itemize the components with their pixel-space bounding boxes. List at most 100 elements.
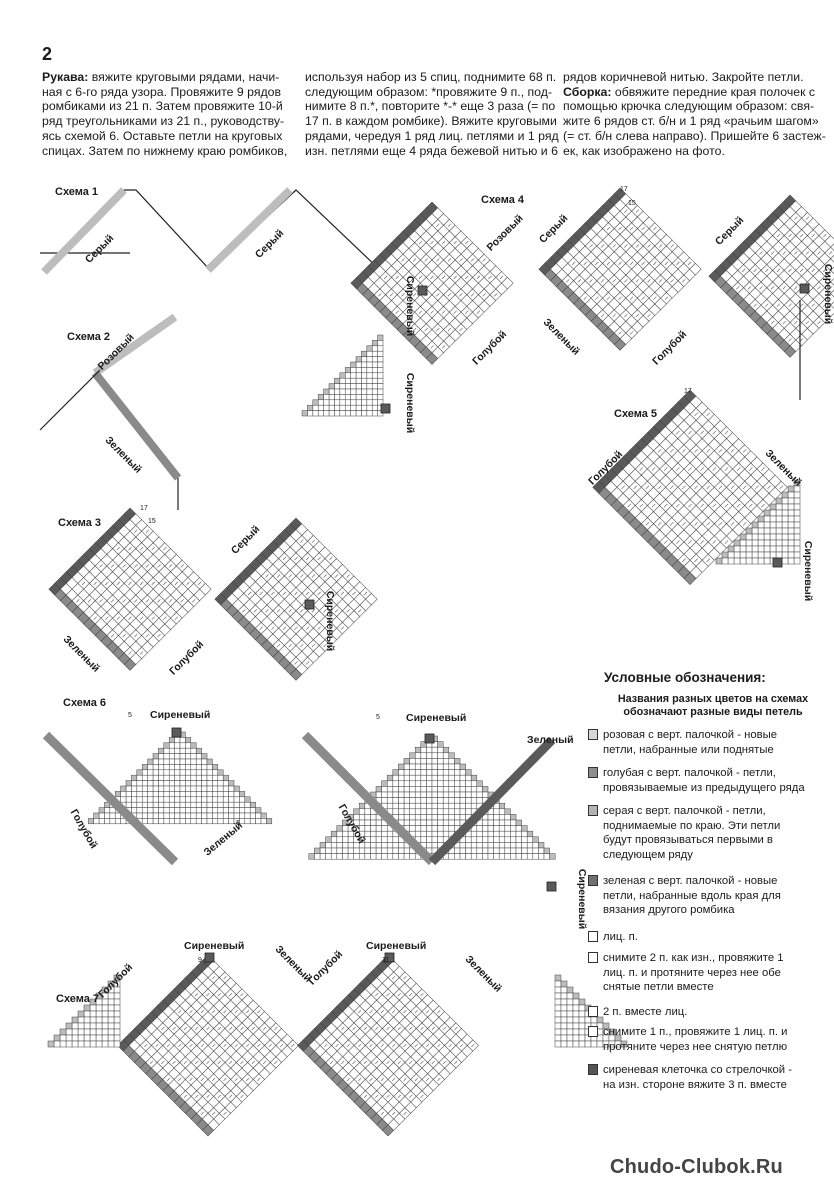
stitch-mark: [251, 1026, 255, 1031]
stitch-mark: [676, 261, 680, 266]
stitch-mark: [424, 327, 428, 332]
stitch-mark: [212, 976, 216, 980]
stitch-cell: [515, 819, 522, 826]
stitch-cell: [386, 853, 394, 860]
stitch-cell: [355, 356, 362, 363]
stitch-cell: [414, 763, 422, 770]
legend-item: 2 п. вместе лиц.: [588, 1005, 828, 1020]
stitch-cell: [454, 769, 461, 776]
stitch-cell: [163, 785, 170, 792]
stitch-cell: [366, 410, 373, 417]
stitch-cell: [426, 774, 433, 782]
scheme-4-diamond-b: [538, 187, 702, 351]
stitch-cell: [414, 774, 422, 782]
legend-text: 2 п. вместе лиц.: [603, 1006, 688, 1018]
stitch-cell: [168, 753, 175, 760]
legend-item: лиц. п.: [588, 930, 828, 945]
scheme-5-diamond: [592, 389, 788, 585]
stitch-mark: [670, 244, 674, 248]
stitch-cell: [113, 1028, 121, 1036]
stitch-cell: [613, 338, 627, 351]
stitch-cell: [420, 791, 427, 798]
stitch-mark: [669, 521, 674, 526]
stitch-mark: [682, 279, 686, 283]
stitch-cell: [420, 808, 427, 815]
stitch-cell: [739, 557, 747, 565]
stitch-cell: [757, 533, 765, 541]
stitch-mark: [420, 1094, 424, 1099]
stitch-mark: [257, 1009, 261, 1014]
stitch-mark: [670, 279, 674, 283]
stitch-cell: [158, 796, 165, 803]
stitch-cell: [751, 557, 759, 565]
stitch-cell: [504, 814, 511, 821]
stitch-cell: [727, 545, 735, 553]
stitch-cell: [431, 830, 438, 838]
stitch-cell: [301, 410, 308, 417]
stitch-cell: [420, 769, 427, 776]
stitch-cell: [249, 801, 256, 808]
stitch-cell: [493, 819, 500, 826]
stitch-cell: [420, 836, 427, 843]
stitch-cell: [136, 769, 143, 776]
stitch-cell: [442, 830, 450, 838]
stitch-cell: [222, 780, 229, 787]
stitch-mark: [311, 539, 316, 543]
chart-number: 15: [148, 518, 156, 525]
stitch-cell: [769, 509, 777, 517]
stitch-cell: [163, 774, 170, 781]
stitch-cell: [426, 836, 433, 843]
stitch-cell: [77, 1016, 85, 1024]
stitch-mark: [212, 1077, 216, 1082]
stitch-cell: [510, 847, 517, 854]
stitch-cell: [228, 780, 235, 787]
stitch-cell: [168, 742, 175, 749]
stitch-mark: [663, 540, 668, 544]
stitch-cell: [403, 814, 410, 821]
stitch-mark: [358, 1077, 362, 1082]
stitch-cell: [733, 551, 741, 559]
stitch-cell: [125, 796, 132, 803]
stitch-cell: [482, 836, 489, 843]
stitch-cell: [120, 791, 127, 798]
stitch-mark: [392, 1077, 396, 1082]
stitch-cell: [781, 539, 789, 547]
stitch-cell: [487, 825, 494, 832]
stitch-cell: [366, 361, 373, 368]
stitch-cell: [370, 814, 377, 821]
stitch-mark: [653, 226, 657, 231]
stitch-cell: [136, 791, 143, 798]
stitch-cell: [195, 807, 202, 814]
stitch-mark: [459, 327, 463, 332]
stitch-mark: [166, 1077, 171, 1082]
stitch-mark: [262, 1060, 267, 1065]
stitch-cell: [158, 758, 165, 765]
stitch-cell: [426, 797, 433, 804]
stitch-cell: [83, 1004, 91, 1012]
stitch-cell: [255, 812, 262, 819]
stitch-mark: [612, 313, 616, 318]
stitch-mark: [375, 1060, 379, 1065]
stitch-cell: [141, 791, 148, 798]
stitch-cell: [769, 545, 777, 553]
stitch-cell: [757, 527, 765, 535]
stitch-mark: [166, 1043, 171, 1048]
stitch-mark: [271, 591, 275, 596]
stitch-cell: [426, 802, 433, 810]
stitch-cell: [459, 797, 466, 804]
stitch-cell: [409, 769, 416, 776]
text-line: ек, как изображено на фото.: [563, 143, 725, 158]
stitch-cell: [190, 753, 197, 760]
stitch-cell: [255, 818, 262, 825]
stitch-cell: [420, 780, 427, 787]
stitch-cell: [420, 774, 427, 782]
stitch-cell: [107, 1034, 115, 1042]
stitch-mark: [718, 485, 723, 490]
stitch-cell: [168, 818, 175, 825]
stitch-cell: [355, 377, 362, 384]
stitch-cell: [347, 853, 354, 860]
stitch-mark: [282, 626, 287, 630]
stitch-mark: [436, 258, 440, 262]
stitch-mark: [268, 1043, 272, 1048]
legend-text: следующем ряду: [603, 848, 693, 861]
